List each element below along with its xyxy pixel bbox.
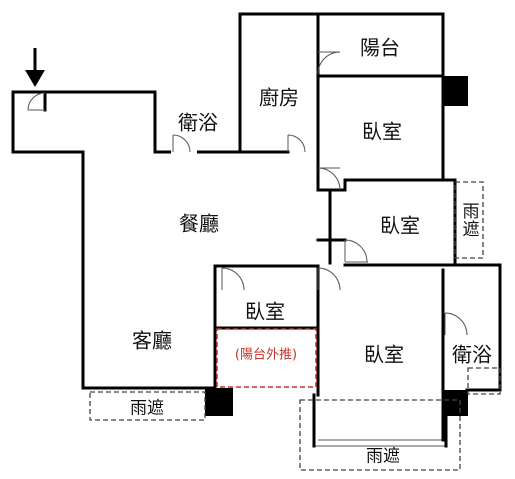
door-swing-icon xyxy=(27,92,46,111)
room-bedroom-upper: 臥室 xyxy=(362,119,402,144)
room-balcony-top: 陽台 xyxy=(360,35,400,60)
bath-upper-walls xyxy=(153,90,242,154)
door-swing-icon xyxy=(221,267,245,291)
canopy-outline xyxy=(467,367,501,395)
canopy-outline xyxy=(299,399,461,471)
canopy-outline xyxy=(454,181,484,259)
room-bath-lower: 衛浴 xyxy=(452,342,492,367)
door-swing-icon xyxy=(172,134,191,153)
door-swing-icon xyxy=(287,134,306,153)
down-arrow-icon xyxy=(25,48,45,87)
balcony-push-outline xyxy=(216,328,317,388)
canopy-bottom-right: 雨遮 xyxy=(366,446,400,467)
entry-walls xyxy=(11,90,210,390)
balcony-push-label: (陽台外推) xyxy=(234,347,298,363)
canopy-bottom-left: 雨遮 xyxy=(130,398,164,419)
pillar xyxy=(205,388,233,416)
room-living: 客廳 xyxy=(132,328,172,353)
room-bath-upper: 衛浴 xyxy=(178,110,218,135)
pillar xyxy=(443,76,468,106)
room-kitchen: 廚房 xyxy=(259,85,299,110)
kitchen-walls xyxy=(238,12,320,192)
door-swing-icon xyxy=(444,312,468,336)
door-swing-icon xyxy=(317,167,341,191)
bedroom-small-walls xyxy=(213,264,320,390)
room-dining: 餐廳 xyxy=(179,211,219,236)
pillar xyxy=(443,390,468,416)
room-bedroom-small: 臥室 xyxy=(245,299,285,324)
room-bedroom-master: 臥室 xyxy=(364,342,404,367)
door-swing-icon xyxy=(344,239,368,263)
door-swing-icon xyxy=(317,51,341,75)
room-bedroom-mid: 臥室 xyxy=(380,213,420,238)
canopy-outline xyxy=(89,391,206,421)
canopy-right-upper: 雨遮 xyxy=(458,202,479,238)
door-swing-icon xyxy=(317,267,341,291)
